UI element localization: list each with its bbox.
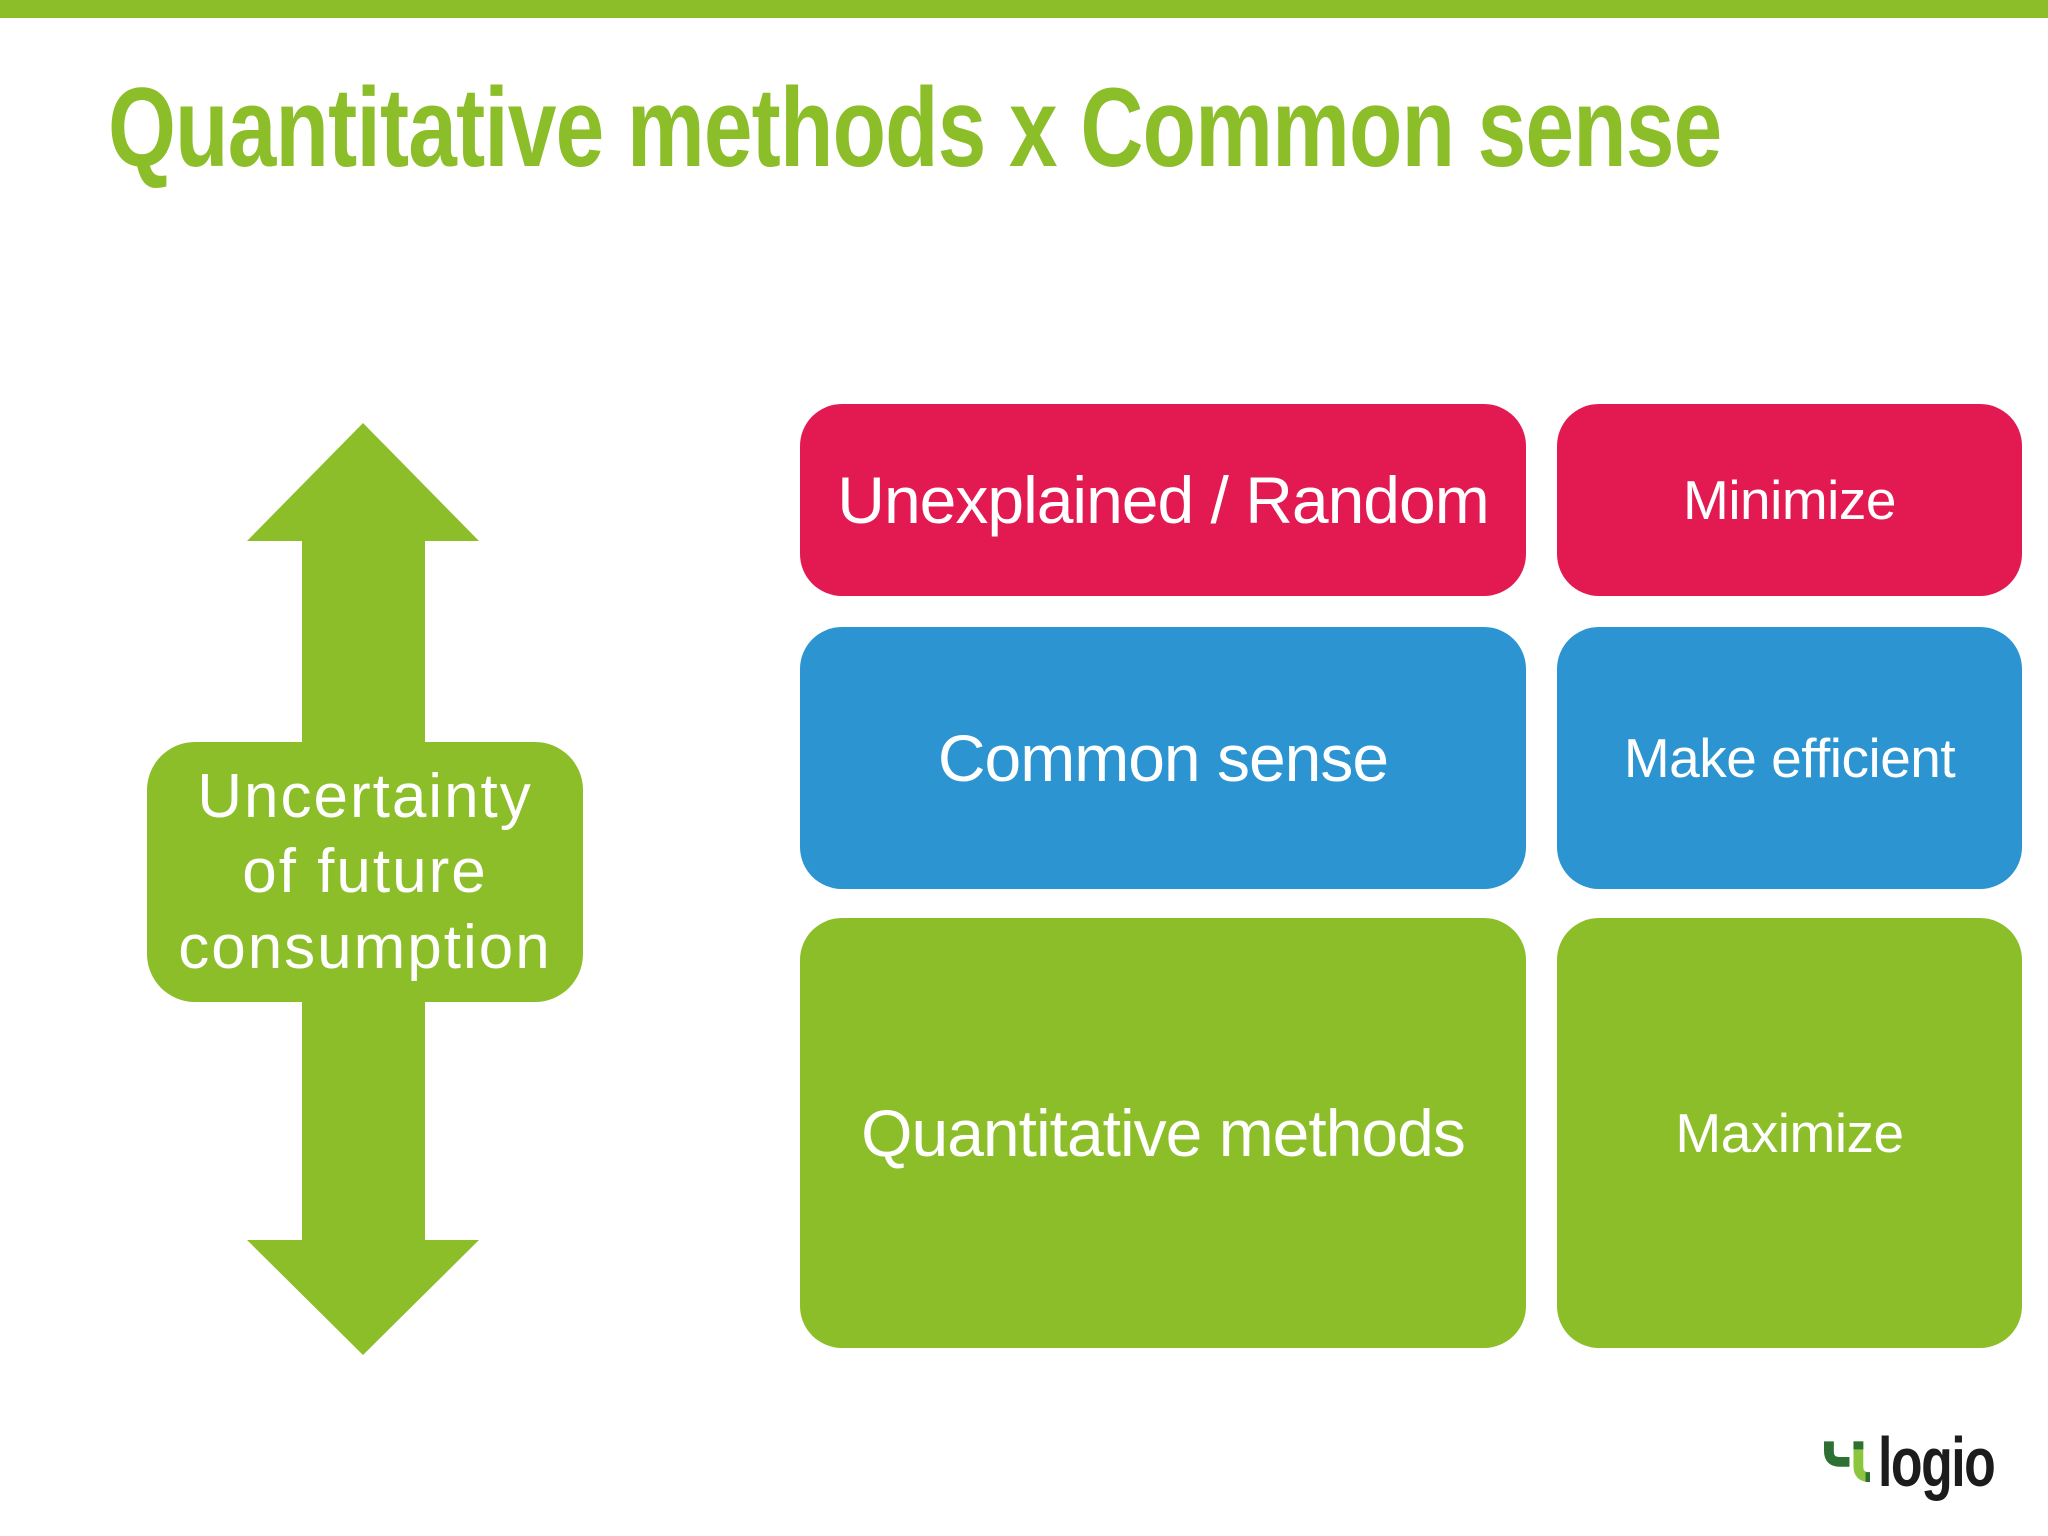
logio-mark-icon	[1824, 1441, 1870, 1482]
logio-logo: logio	[1820, 1423, 2035, 1501]
box-label: Maximize	[1675, 1102, 1904, 1164]
box-label: Common sense	[937, 721, 1389, 795]
box-label: Unexplained / Random	[837, 463, 1489, 537]
box-quantitative-methods: Quantitative methods	[800, 918, 1526, 1348]
box-label: Make efficient	[1623, 727, 1956, 789]
box-make-efficient: Make efficient	[1557, 627, 2022, 889]
box-common-sense: Common sense	[800, 627, 1526, 889]
box-label: Quantitative methods	[861, 1096, 1466, 1170]
uncertainty-label-box: Uncertainty of future consumption	[147, 742, 583, 1002]
logio-wordmark: logio	[1878, 1423, 1996, 1501]
slide-title: Quantitative methods x Common sense	[108, 65, 1722, 190]
box-minimize: Minimize	[1557, 404, 2022, 596]
box-maximize: Maximize	[1557, 918, 2022, 1348]
uncertainty-line: consumption	[178, 912, 552, 982]
uncertainty-line: of future	[242, 837, 488, 907]
box-unexplained-random: Unexplained / Random	[800, 404, 1526, 596]
box-label: Minimize	[1683, 469, 1896, 531]
top-accent-bar	[0, 0, 2048, 18]
uncertainty-line: Uncertainty	[197, 761, 533, 831]
